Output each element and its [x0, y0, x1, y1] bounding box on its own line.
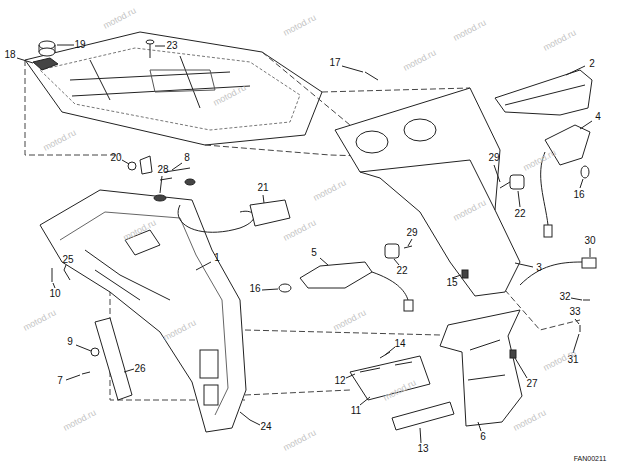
callout-number: 4 [595, 112, 601, 122]
callout-number: 7 [57, 376, 63, 386]
callout-number: 21 [257, 183, 268, 193]
watermark: motod.ru [452, 18, 488, 43]
callout-number: 17 [329, 58, 340, 68]
callout-number: 14 [394, 339, 405, 349]
watermark: motod.ru [522, 148, 558, 173]
callout-number: 33 [569, 307, 580, 317]
callout-number: 22 [514, 209, 525, 219]
watermark: motod.ru [542, 28, 578, 53]
callout-number: 27 [526, 379, 537, 389]
callout-number: 20 [110, 153, 121, 163]
callout-number: 6 [480, 432, 486, 442]
watermark: motod.ru [512, 408, 548, 433]
callout-number: 5 [311, 248, 317, 258]
callout-number: 16 [573, 190, 584, 200]
watermark: motod.ru [282, 428, 318, 453]
callout-number: 8 [184, 153, 190, 163]
watermark: motod.ru [312, 178, 348, 203]
callout-number: 16 [249, 284, 260, 294]
watermark: motod.ru [22, 308, 58, 333]
watermark: motod.ru [402, 48, 438, 73]
callout-number: 10 [49, 289, 60, 299]
watermark: motod.ru [332, 308, 368, 333]
callout-number: 29 [488, 153, 499, 163]
callout-number: 23 [166, 41, 177, 51]
callout-number: 24 [260, 422, 271, 432]
callout-number: 12 [334, 376, 345, 386]
callout-number: 29 [406, 228, 417, 238]
watermark: motod.ru [102, 6, 138, 31]
callout-number: 28 [157, 165, 168, 175]
callout-number: 18 [4, 50, 15, 60]
watermark: motod.ru [282, 13, 318, 38]
callout-number: 22 [396, 266, 407, 276]
watermark: motod.ru [282, 218, 318, 243]
callout-number: 25 [62, 255, 73, 265]
callout-number: 1 [214, 253, 220, 263]
callout-number: 26 [134, 364, 145, 374]
callout-number: 3 [536, 263, 542, 273]
callout-number: 11 [351, 406, 361, 416]
callout-number: 32 [559, 292, 570, 302]
callout-number: 19 [74, 40, 85, 50]
callout-number: 13 [417, 444, 428, 454]
callout-number: 15 [446, 278, 457, 288]
watermark: motod.ru [42, 128, 78, 153]
drawing-code: FAN00211 [574, 455, 607, 462]
callout-number: 2 [589, 59, 595, 69]
callout-number: 9 [67, 337, 73, 347]
callout-number: 30 [584, 236, 595, 246]
watermark: motod.ru [62, 408, 98, 433]
